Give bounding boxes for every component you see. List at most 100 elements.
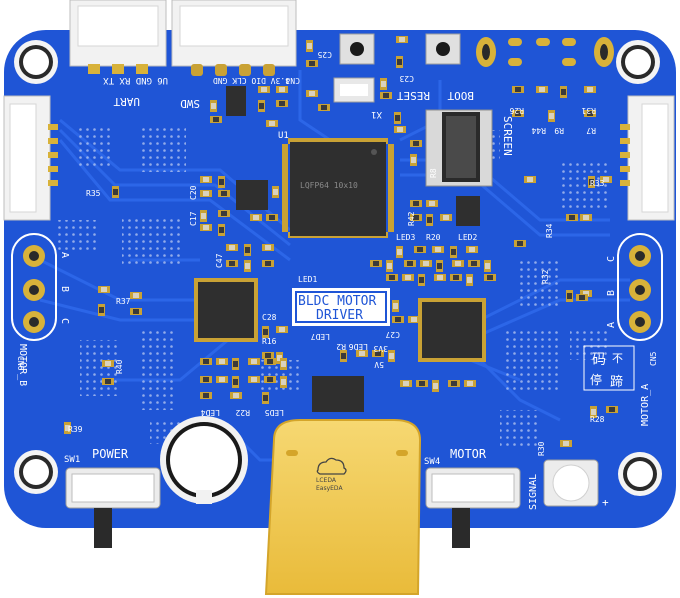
- via-fields: [58, 128, 610, 446]
- smd-part-body: [201, 213, 206, 219]
- power-slide-switch[interactable]: [65, 467, 161, 548]
- easyeda-cloud-icon: [316, 457, 347, 475]
- label-motor: MOTOR: [450, 447, 487, 461]
- screen-fpc-connector: [425, 109, 493, 187]
- label-r39: R39: [68, 425, 83, 434]
- smd-part-body: [587, 87, 593, 92]
- smd-part-body: [265, 245, 271, 250]
- label-5v: 5V: [374, 360, 384, 369]
- label-screen: SCREEN: [501, 116, 514, 156]
- smd-part-body: [429, 201, 435, 206]
- smd-part-body: [539, 87, 545, 92]
- label-c47: C47: [215, 253, 224, 268]
- mounting-hole-bottom-left: [14, 450, 58, 494]
- reset-button[interactable]: [339, 33, 375, 65]
- label-r34: R34: [545, 223, 554, 238]
- label-motor-b: MOTOR_B: [17, 344, 28, 386]
- logo-mark: [583, 345, 635, 391]
- label-led6: LED6: [349, 342, 368, 351]
- smd-part-body: [229, 261, 235, 266]
- label-power: POWER: [92, 447, 129, 461]
- mcu-marking: LQFP64 10x10: [300, 181, 358, 190]
- label-phase-a-right: A: [606, 322, 617, 328]
- label-u6: U6: [157, 75, 168, 85]
- smd-part-body: [281, 361, 286, 367]
- smd-part-body: [279, 87, 285, 92]
- screen-side-connector-right: [620, 95, 675, 221]
- smd-part-body: [321, 105, 327, 110]
- smd-part-body: [583, 215, 589, 220]
- smd-part-body: [517, 241, 523, 246]
- smd-part-body: [435, 247, 441, 252]
- label-c28: C28: [262, 313, 277, 322]
- smd-part-body: [221, 211, 227, 216]
- label-led2: LED2: [458, 233, 477, 242]
- screen-side-connector-left: [3, 95, 58, 221]
- logo-char-4: 蹄: [610, 374, 623, 390]
- smd-part-body: [387, 263, 392, 269]
- smd-part-body: [219, 179, 224, 185]
- smd-part-body: [487, 275, 493, 280]
- smd-part-body: [437, 275, 443, 280]
- signal-button[interactable]: [543, 459, 599, 507]
- label-reset: RESET: [397, 89, 430, 102]
- label-r2: R2: [336, 342, 346, 351]
- label-r33: R33: [590, 179, 605, 188]
- motor-a-terminal: [617, 233, 663, 341]
- smd-part-body: [273, 189, 278, 195]
- smd-part-body: [359, 351, 365, 356]
- label-phase-b-left: B: [59, 286, 70, 292]
- crystal-x1: [333, 77, 375, 103]
- smd-part-body: [253, 215, 259, 220]
- label-c27: C27: [385, 330, 400, 339]
- smd-part-body: [527, 177, 533, 182]
- label-c17: C17: [189, 211, 198, 226]
- small-ic-top: [226, 86, 246, 116]
- label-r28: R28: [590, 415, 605, 424]
- smd-part-body: [417, 247, 423, 252]
- label-r22: R22: [235, 408, 250, 417]
- mounting-hole-top-left: [14, 40, 58, 84]
- label-r20: R20: [426, 233, 441, 242]
- smd-part-body: [443, 215, 449, 220]
- smd-part-body: [399, 37, 405, 42]
- label-cn5: CN5: [649, 351, 658, 366]
- smd-part-body: [245, 263, 250, 269]
- smd-part-body: [397, 249, 402, 255]
- smd-part-body: [133, 309, 139, 314]
- smd-part-body: [203, 177, 209, 182]
- label-r42: R42: [407, 211, 416, 226]
- smd-part-body: [269, 215, 275, 220]
- boot-button[interactable]: [425, 33, 461, 65]
- board-title-line2: DRIVER: [316, 308, 363, 323]
- label-led5: LED5: [265, 408, 284, 417]
- title-plate: [292, 288, 390, 326]
- motor-slide-switch[interactable]: [425, 467, 521, 548]
- mcu-lqfp64: [282, 138, 394, 238]
- usb-connector: [264, 419, 422, 595]
- smd-part-body: [515, 111, 521, 116]
- smd-part-body: [455, 261, 461, 266]
- smd-part-body: [561, 89, 566, 95]
- smd-part-body: [395, 115, 400, 121]
- smd-part-body: [419, 277, 424, 283]
- smd-part-body: [307, 43, 312, 49]
- smd-part-body: [233, 379, 238, 385]
- label-r26: R26: [509, 106, 524, 115]
- smd-part-body: [413, 215, 419, 220]
- smd-part-body: [567, 293, 572, 299]
- smd-part-body: [549, 113, 554, 119]
- smd-part-body: [245, 247, 250, 253]
- label-sw4: SW4: [424, 457, 440, 467]
- smd-part-body: [221, 191, 227, 196]
- driver-ic-right: [418, 298, 486, 362]
- smd-part-body: [589, 179, 594, 185]
- smd-part-body: [403, 381, 409, 386]
- smd-part-body: [203, 393, 209, 398]
- smd-part-body: [203, 225, 209, 230]
- smd-part-body: [261, 87, 267, 92]
- label-r9: R9: [554, 126, 564, 135]
- diode-power: [312, 376, 364, 412]
